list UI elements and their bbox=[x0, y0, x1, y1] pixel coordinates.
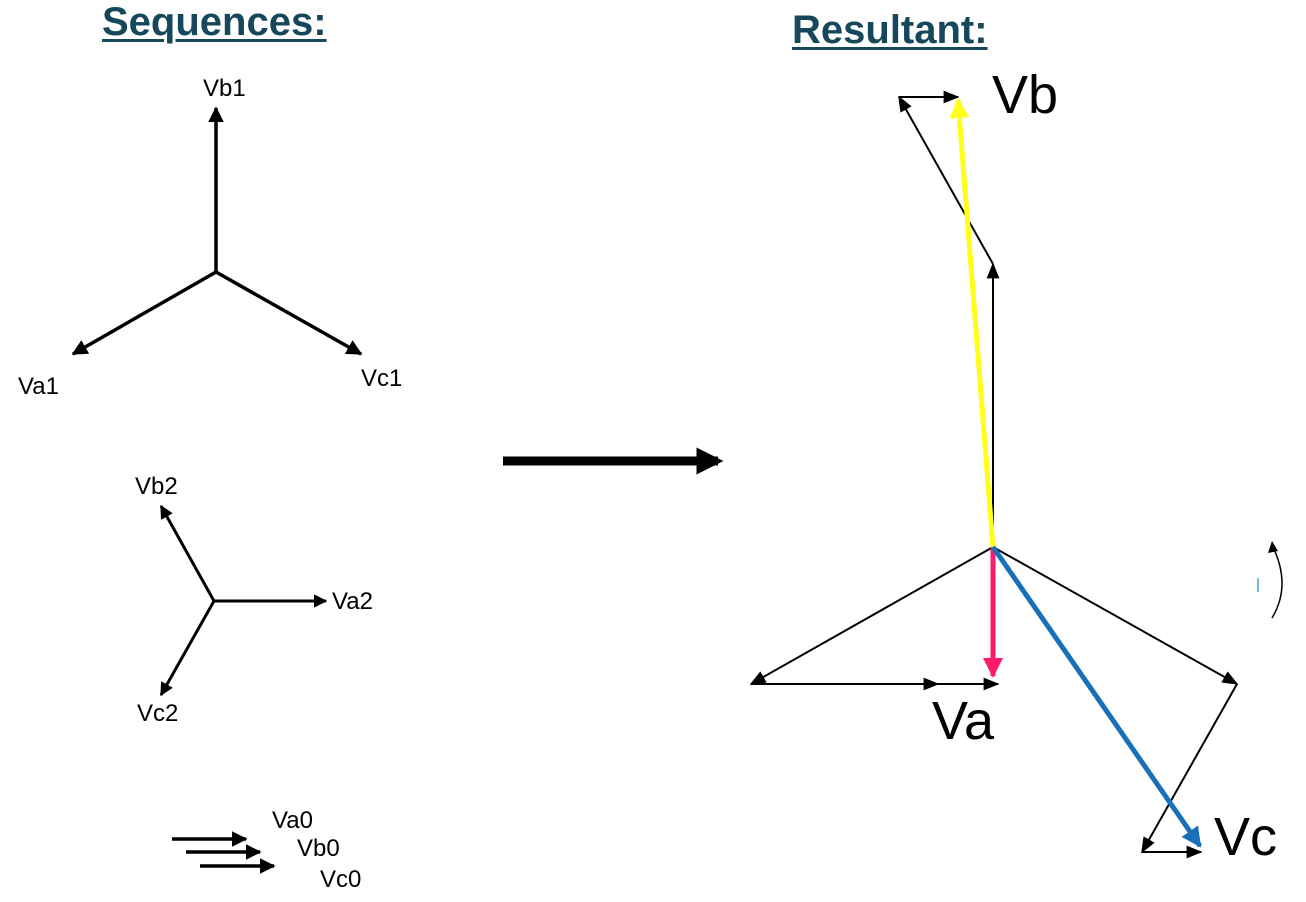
va1-label: Va1 bbox=[18, 373, 59, 400]
resultant-construction bbox=[749, 90, 1239, 859]
rotation-indicator bbox=[1257, 541, 1283, 619]
rotation-arc-icon bbox=[1271, 544, 1283, 619]
vc0-label: Vc0 bbox=[320, 866, 361, 893]
vb-label: Vb bbox=[992, 65, 1058, 125]
positive-a-component bbox=[749, 546, 994, 685]
negative-c-component bbox=[1141, 683, 1238, 854]
vb0-label: Vb0 bbox=[297, 835, 340, 862]
positive-sequence-phasors: Vb1 Va1 Vc1 bbox=[18, 75, 402, 400]
vc-resultant-arrow bbox=[990, 545, 1203, 848]
vb2-label: Vb2 bbox=[135, 473, 178, 500]
va0-label: Va0 bbox=[272, 807, 313, 834]
resultant-phasors: Vb Va Vc bbox=[932, 65, 1277, 867]
vc1-arrow bbox=[215, 270, 363, 356]
vb2-arrow bbox=[159, 504, 216, 602]
vb-resultant-arrow bbox=[949, 98, 996, 548]
positive-c-component bbox=[992, 546, 1239, 685]
vb1-label: Vb1 bbox=[203, 75, 246, 102]
vc2-arrow bbox=[159, 600, 216, 697]
negative-sequence-phasors: Vb2 Va2 Vc2 bbox=[135, 473, 373, 727]
vc2-label: Vc2 bbox=[137, 700, 178, 727]
vc1-label: Vc1 bbox=[361, 365, 402, 392]
va-label: Va bbox=[932, 691, 995, 751]
resultant-heading: Resultant: bbox=[792, 8, 988, 52]
zero-sequence-phasors: Va0 Vb0 Vc0 bbox=[172, 807, 361, 893]
negative-b-component bbox=[898, 95, 994, 265]
va2-label: Va2 bbox=[332, 588, 373, 615]
va1-arrow bbox=[71, 270, 217, 356]
rotation-arrowhead-icon bbox=[1268, 541, 1278, 553]
sequences-heading: Sequences: bbox=[102, 0, 327, 44]
vc-label: Vc bbox=[1214, 807, 1277, 867]
